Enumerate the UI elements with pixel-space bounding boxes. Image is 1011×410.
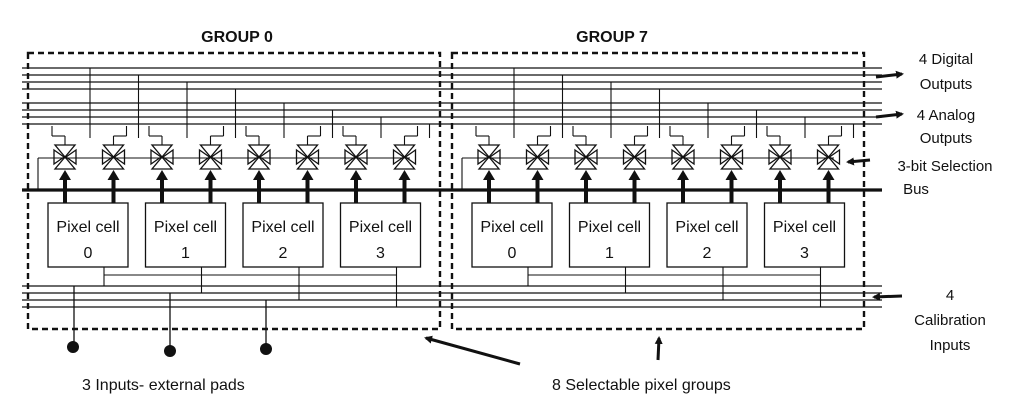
transmission-gate-switch	[574, 144, 598, 170]
calibration-inputs-label: 4 Calibration Inputs	[914, 287, 986, 354]
transmission-gate-switch	[392, 144, 417, 170]
pixel-cell-label: Pixel cell	[251, 219, 314, 236]
arrowhead-icon	[725, 170, 738, 180]
svg-text:Calibration: Calibration	[914, 312, 986, 329]
transmission-gate-switch	[477, 144, 501, 170]
digital-outputs-label: 4 Digital Outputs	[919, 51, 973, 93]
svg-text:4 Digital: 4 Digital	[919, 51, 973, 68]
pixel-cell-index: 0	[508, 245, 517, 262]
selectable-groups-arrow	[654, 336, 663, 361]
external-pads	[67, 286, 272, 357]
external-pad	[164, 345, 176, 357]
arrowhead-icon	[350, 170, 362, 180]
pixel-cell: Pixel cell 0	[471, 202, 553, 268]
analog-outputs-arrow	[875, 110, 904, 119]
pixel-cell-index: 3	[800, 245, 809, 262]
transmission-gate-switch	[295, 144, 320, 170]
pixel-cell: Pixel cell 0	[47, 202, 129, 268]
arrowhead-icon	[580, 170, 592, 180]
svg-text:4 Analog: 4 Analog	[917, 107, 975, 124]
arrowhead-icon	[774, 170, 786, 180]
pixel-cell-index: 2	[703, 245, 712, 262]
selectable-groups-label: 8 Selectable pixel groups	[552, 377, 731, 394]
pixel-cell: Pixel cell 1	[568, 202, 651, 268]
pixel-cell: Pixel cell 2	[666, 202, 748, 268]
transmission-gate-switch	[150, 144, 174, 170]
pixel-cell-index: 1	[605, 245, 614, 262]
svg-text:Inputs: Inputs	[930, 337, 971, 354]
transmission-gate-switch	[344, 144, 368, 170]
pixel-cell-index: 1	[181, 245, 190, 262]
selectable-groups-arrow	[424, 335, 521, 366]
arrowhead-icon	[253, 170, 265, 180]
transmission-gate-switch	[525, 144, 550, 170]
svg-text:4: 4	[946, 287, 954, 304]
external-pads-label: 3 Inputs- external pads	[82, 377, 245, 394]
svg-text:Outputs: Outputs	[920, 76, 973, 93]
arrowhead-icon	[107, 170, 120, 180]
transmission-gate-switch	[622, 144, 647, 170]
pixel-cell-label: Pixel cell	[773, 219, 836, 236]
pixel-cell: Pixel cell 2	[242, 202, 324, 268]
pixel-cell-label: Pixel cell	[56, 219, 119, 236]
group-title: GROUP 0	[201, 29, 273, 46]
selection-bus-label: 3-bit Selection Bus	[897, 158, 992, 198]
svg-text:3-bit Selection: 3-bit Selection	[897, 158, 992, 175]
arrowhead-icon	[204, 170, 217, 180]
arrowhead-icon	[398, 170, 411, 180]
calibration-inputs-arrow	[872, 292, 903, 301]
transmission-gate-switch	[768, 144, 792, 170]
arrowhead-icon	[59, 170, 71, 180]
transmission-gate-switch	[198, 144, 223, 170]
group-0-border	[26, 51, 442, 331]
pixel-cell-label: Pixel cell	[349, 219, 412, 236]
transmission-gate-switch	[671, 144, 695, 170]
pixel-cell: Pixel cell 3	[763, 202, 846, 268]
external-pad	[67, 341, 79, 353]
arrowhead-icon	[156, 170, 168, 180]
pixel-cell-label: Pixel cell	[675, 219, 738, 236]
analog-outputs-label: 4 Analog Outputs	[917, 107, 975, 147]
pixel-cell-label: Pixel cell	[480, 219, 543, 236]
selection-bus-arrow	[846, 157, 871, 166]
transmission-gate-switch	[816, 144, 841, 170]
pixel-cell: Pixel cell 3	[339, 202, 422, 268]
arrowhead-icon	[531, 170, 544, 180]
transmission-gate-switch	[53, 144, 77, 170]
pixel-cell: Pixel cell 1	[144, 202, 227, 268]
pixel-cell-index: 0	[84, 245, 93, 262]
group-7-border	[450, 51, 866, 331]
transmission-gate-switch	[719, 144, 744, 170]
pixel-cell-index: 3	[376, 245, 385, 262]
svg-text:Outputs: Outputs	[920, 130, 973, 147]
pixel-cell-label: Pixel cell	[154, 219, 217, 236]
digital-outputs-arrow	[875, 70, 904, 79]
transmission-gate-switch	[247, 144, 271, 170]
svg-text:Bus: Bus	[903, 181, 929, 198]
arrowhead-icon	[628, 170, 641, 180]
external-pad	[260, 343, 272, 355]
group-title: GROUP 7	[576, 29, 648, 46]
transmission-gate-switch	[101, 144, 126, 170]
pixel-cell-label: Pixel cell	[578, 219, 641, 236]
arrowhead-icon	[822, 170, 835, 180]
arrowhead-icon	[677, 170, 689, 180]
arrowhead-icon	[483, 170, 495, 180]
pixel-cell-index: 2	[279, 245, 288, 262]
arrowhead-icon	[301, 170, 314, 180]
